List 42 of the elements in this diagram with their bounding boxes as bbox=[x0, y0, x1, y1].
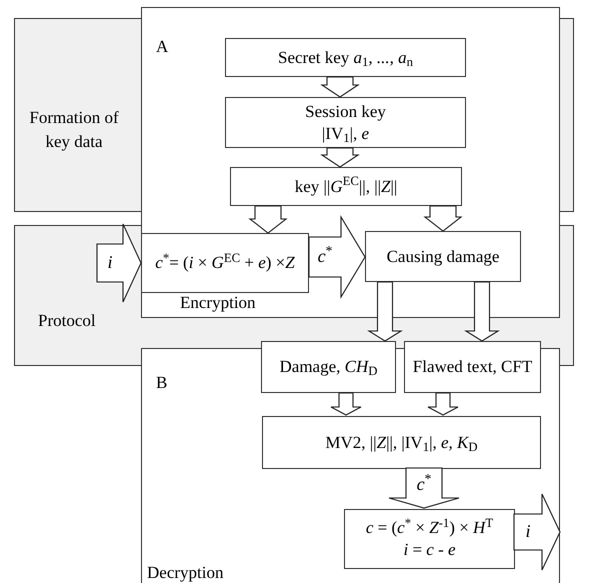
edge-label: i bbox=[106, 251, 114, 274]
block-arrow bbox=[423, 205, 463, 232]
panel-letter: A bbox=[156, 36, 168, 58]
panel-letter: B bbox=[156, 372, 168, 394]
block-arrow bbox=[96, 223, 142, 303]
block-arrow bbox=[320, 76, 360, 98]
edge-label: i bbox=[524, 520, 532, 543]
box-text: c$^{*}$= (i × G$^{EC}$ + e) ×Z bbox=[155, 252, 295, 274]
edge-label: c$^{*}$ bbox=[416, 472, 432, 496]
block-arrow bbox=[248, 205, 288, 234]
section-title: Formation of key data bbox=[28, 107, 120, 153]
box-text: Damage, CH$_{D}$ bbox=[280, 356, 378, 378]
box-text: Secret key a$_{1}$, ..., a$_{n}$ bbox=[278, 46, 414, 68]
process-box bbox=[404, 341, 541, 393]
section-title: Protocol bbox=[38, 310, 96, 332]
process-box bbox=[225, 38, 466, 77]
formula-box bbox=[141, 233, 309, 293]
block-arrow bbox=[427, 392, 459, 416]
process-box bbox=[262, 416, 541, 469]
box-text: |IV$_{1}$|, e bbox=[322, 122, 370, 144]
block-arrow bbox=[320, 147, 360, 168]
block-arrow bbox=[388, 467, 460, 509]
formula-box bbox=[344, 509, 515, 569]
box-text: i = c - e bbox=[403, 539, 456, 561]
block-arrow bbox=[464, 281, 500, 342]
block-arrow bbox=[513, 493, 561, 571]
box-text: c = (c$^{*}$ × Z$^{-1}$) × H$^{T}$ bbox=[366, 517, 494, 539]
process-box bbox=[225, 97, 466, 148]
box-text: Flawed text, CFT bbox=[412, 356, 532, 378]
process-box bbox=[230, 167, 462, 206]
edge-label: c$^{*}$ bbox=[316, 244, 334, 268]
box-text: key ||G$^{EC}$||, ||Z|| bbox=[294, 176, 398, 198]
panel-title: Encryption bbox=[180, 292, 256, 314]
process-box bbox=[261, 341, 396, 393]
box-text: Session key bbox=[305, 100, 386, 122]
box-text: Causing damage bbox=[386, 246, 500, 268]
block-arrow bbox=[330, 392, 362, 416]
panel-title: Decryption bbox=[147, 562, 224, 583]
box-text: MV2, ||Z||, |IV$_{1}$|, e, K$_{D}$ bbox=[325, 432, 478, 454]
block-arrow bbox=[308, 215, 366, 299]
block-arrow bbox=[367, 281, 403, 342]
process-box bbox=[365, 231, 521, 282]
